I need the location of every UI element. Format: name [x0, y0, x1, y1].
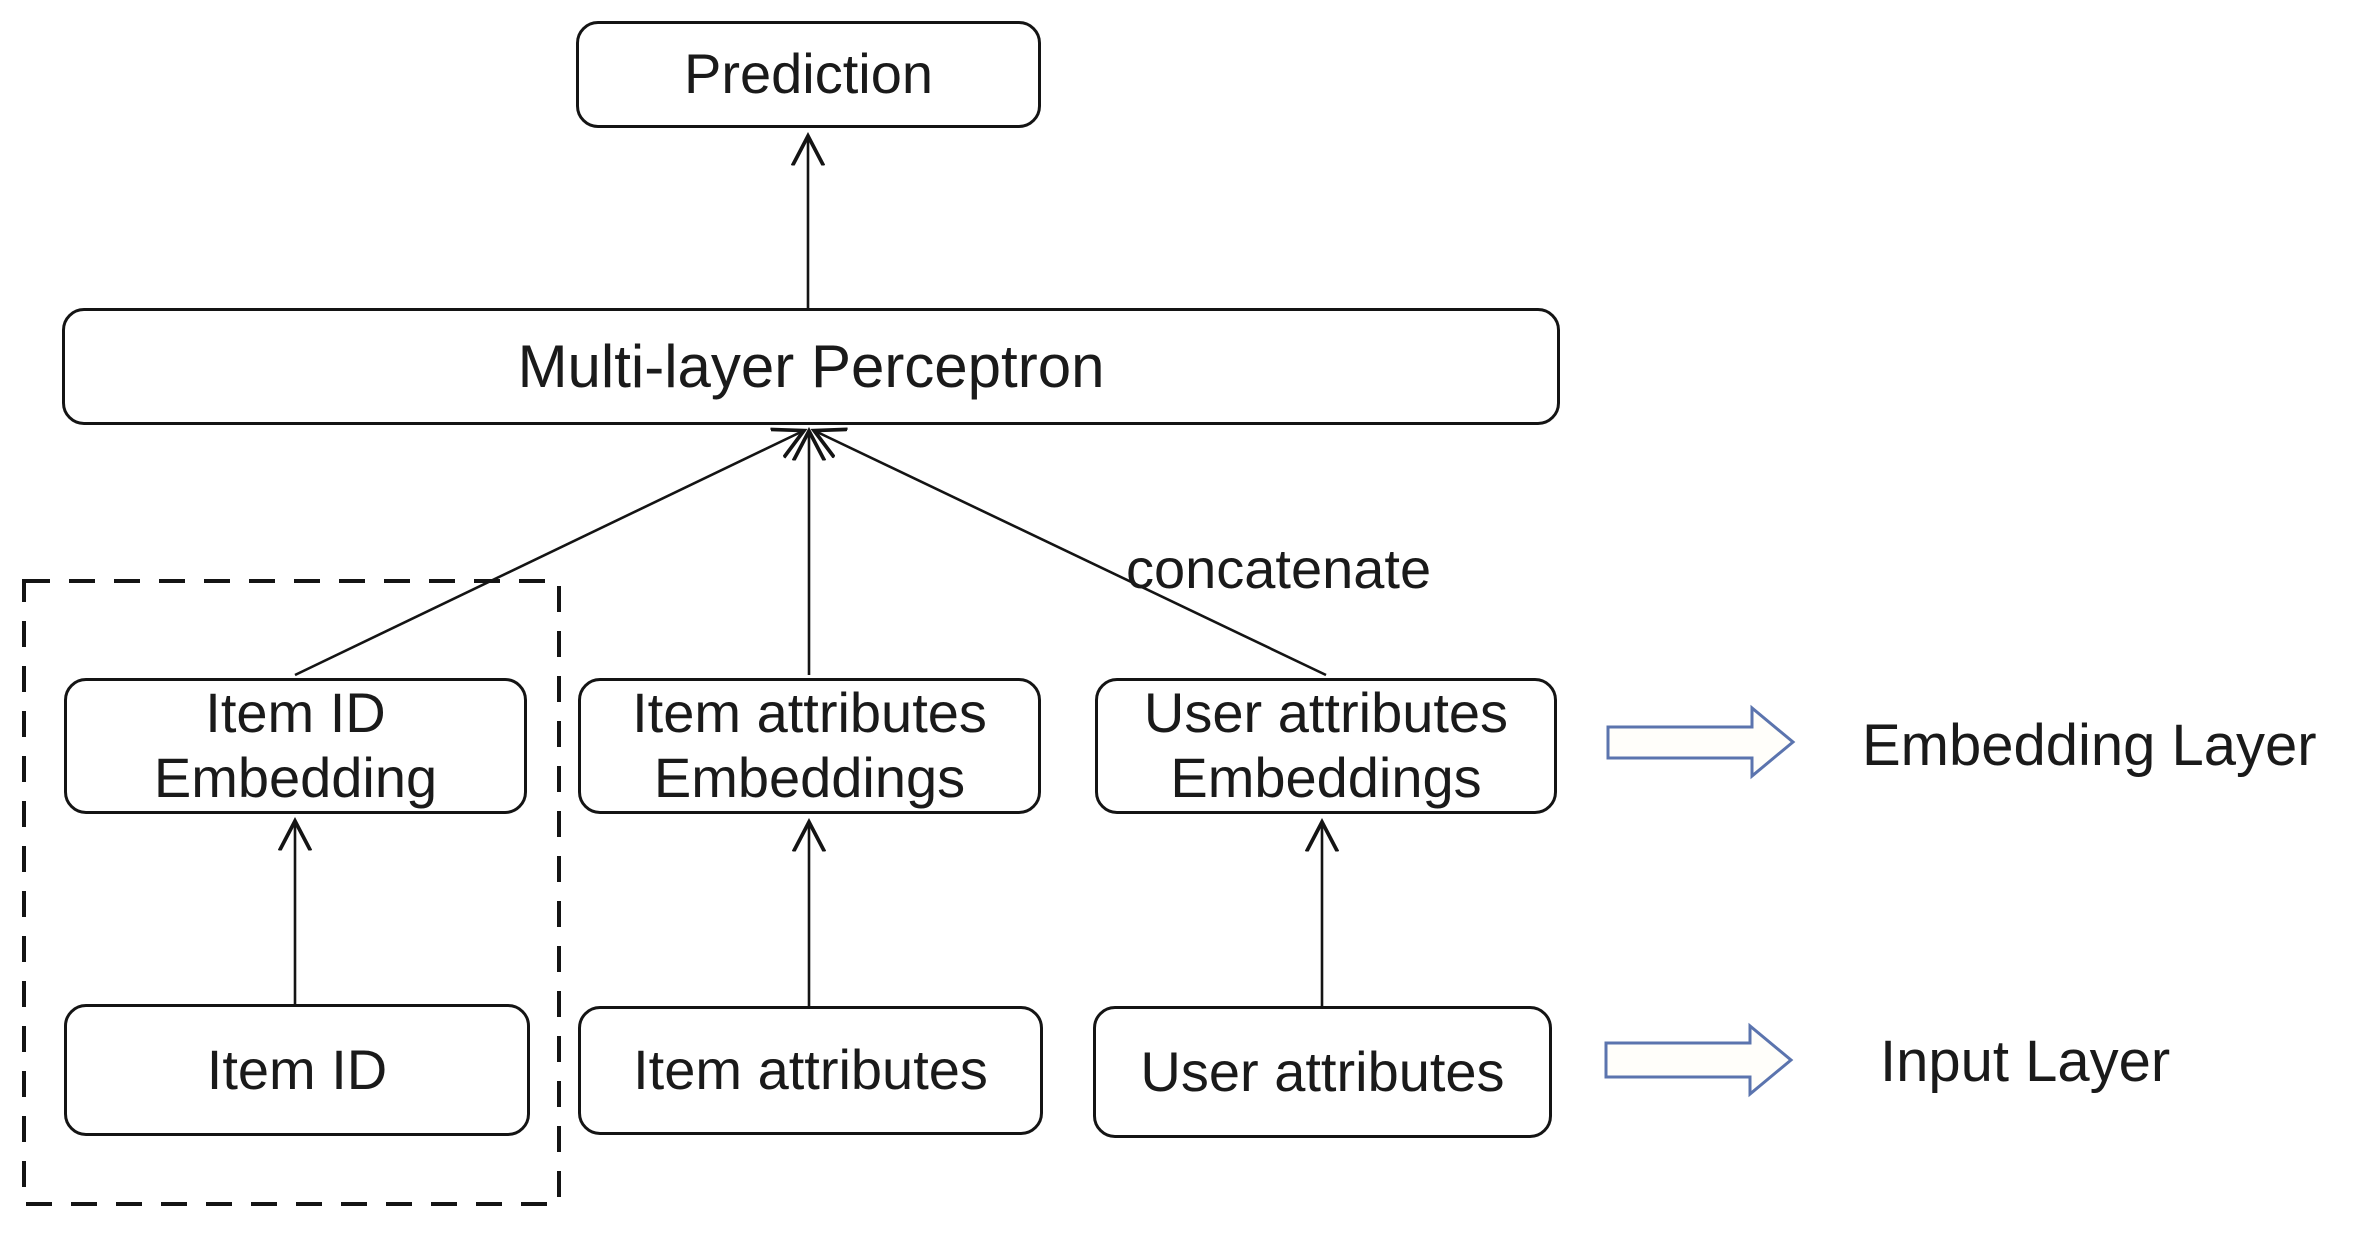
node-prediction-label: Prediction — [683, 42, 934, 106]
node-item-id-label: Item ID — [206, 1037, 388, 1101]
node-user-attr-embeddings-line2: Embeddings — [1170, 746, 1482, 809]
node-item-id-embedding-line2: Embedding — [153, 746, 438, 809]
concatenate-annotation: concatenate — [1126, 537, 1432, 600]
node-multi-layer-perceptron: Multi-layer Perceptron — [62, 308, 1560, 425]
node-item-attr-embeddings-line1: Item attributes — [632, 681, 987, 745]
node-user-attr-embeddings-line1: User attributes — [1143, 681, 1509, 745]
item-id-group-dashed-box — [22, 579, 561, 1206]
node-item-id-embedding-line1: Item ID — [205, 681, 386, 745]
node-item-id: Item ID — [64, 1004, 530, 1136]
node-prediction: Prediction — [576, 21, 1041, 128]
node-user-attributes: User attributes — [1093, 1006, 1552, 1138]
embedding-layer-block-arrow-icon — [1606, 704, 1796, 780]
edge-user-attr-embeddings-to-mlp — [815, 431, 1327, 677]
node-mlp-label: Multi-layer Perceptron — [517, 332, 1105, 400]
node-user-attributes-label: User attributes — [1140, 1039, 1505, 1103]
embedding-layer-label: Embedding Layer — [1862, 713, 2317, 778]
input-layer-label: Input Layer — [1880, 1029, 2171, 1094]
node-item-attributes-label: Item attributes — [633, 1038, 988, 1102]
input-layer-block-arrow-icon — [1604, 1022, 1794, 1098]
node-item-attributes-embeddings: Item attributes Embeddings — [578, 678, 1041, 814]
node-item-attributes: Item attributes — [578, 1006, 1043, 1135]
node-user-attributes-embeddings: User attributes Embeddings — [1095, 678, 1557, 814]
node-item-attr-embeddings-line2: Embeddings — [653, 746, 966, 809]
edge-item-id-embedding-to-mlp — [294, 431, 803, 677]
node-item-id-embedding: Item ID Embedding — [64, 678, 527, 814]
